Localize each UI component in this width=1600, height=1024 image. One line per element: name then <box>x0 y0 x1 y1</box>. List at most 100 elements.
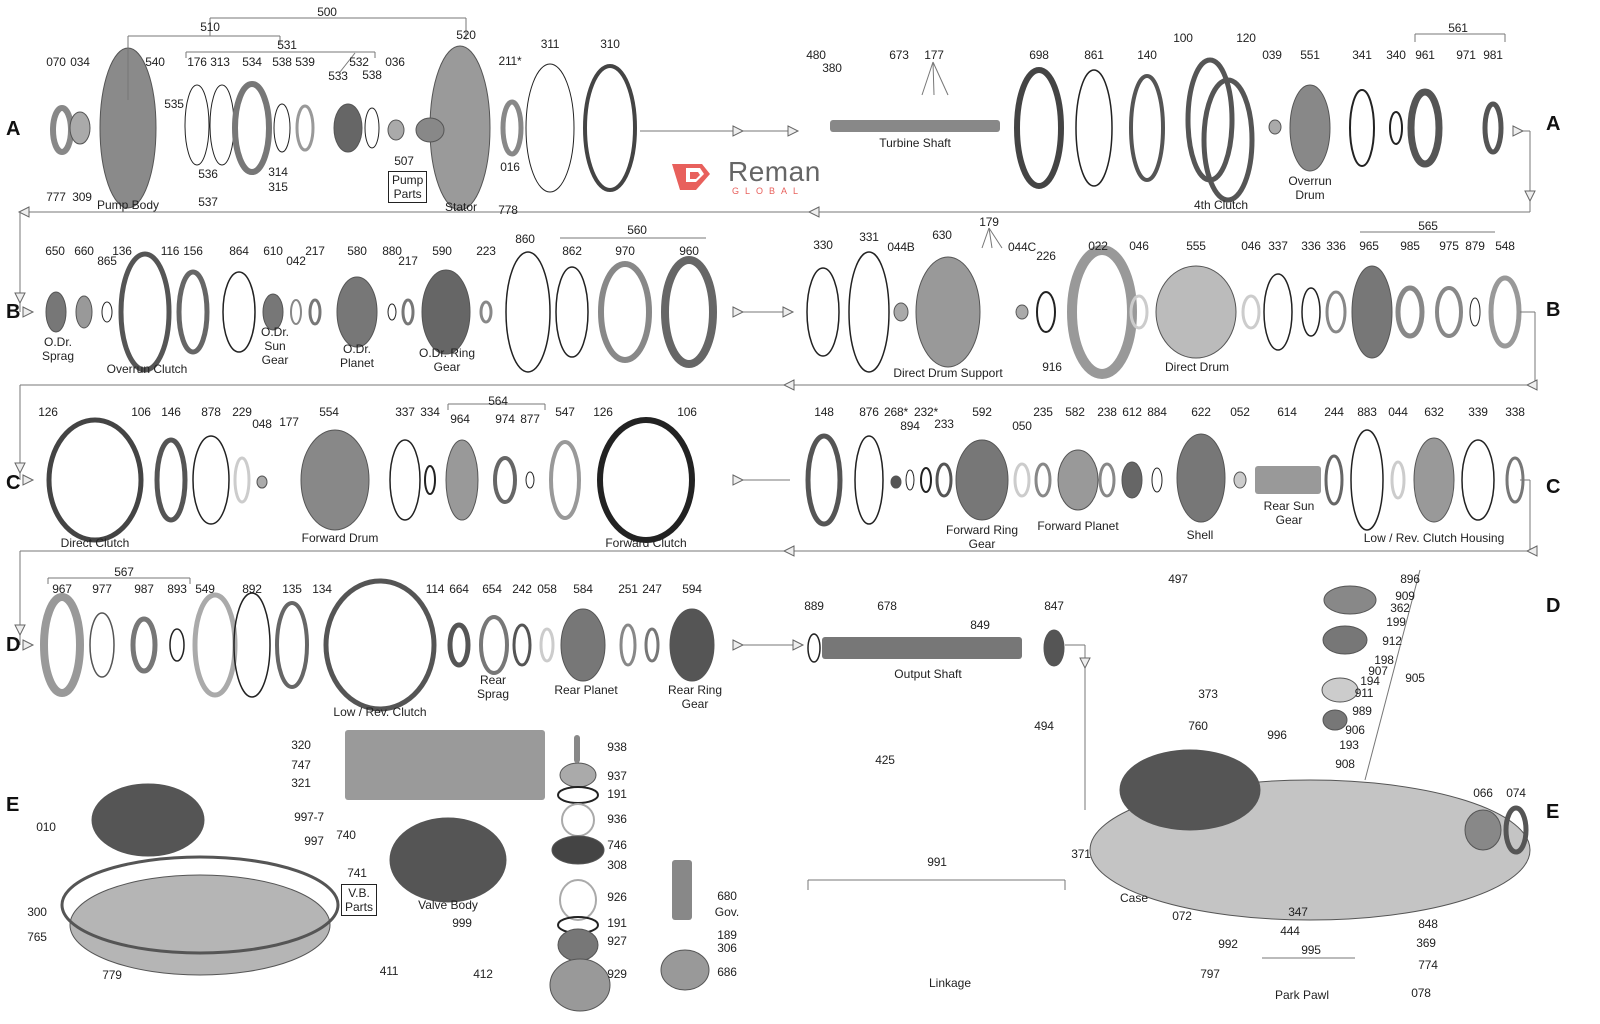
part-number-callout: 309 <box>72 190 92 204</box>
part-illustration <box>805 433 843 527</box>
leader-line <box>981 227 990 249</box>
part-illustration <box>69 874 331 976</box>
part-number-callout: 632 <box>1424 405 1444 419</box>
part-number-callout: 336 <box>1301 239 1321 253</box>
part-number-callout: 740 <box>336 828 356 842</box>
part-number-callout: 070 <box>46 55 66 69</box>
part-number-callout: 614 <box>1277 405 1297 419</box>
flow-arrow-icon <box>22 639 35 651</box>
part-illustration <box>1015 304 1029 320</box>
reman-logo-icon <box>672 164 710 190</box>
part-number-callout: 337 <box>1268 239 1288 253</box>
part-number-callout: 894 <box>900 419 920 433</box>
part-number-callout: 321 <box>291 776 311 790</box>
part-number-callout: 036 <box>385 55 405 69</box>
part-number-callout: 678 <box>877 599 897 613</box>
part-illustration <box>1351 265 1393 359</box>
part-illustration <box>555 266 589 358</box>
brand-name: Reman <box>728 156 821 187</box>
part-number-callout: 340 <box>1386 48 1406 62</box>
part-illustration <box>1390 460 1406 500</box>
part-number-callout: 066 <box>1473 786 1493 800</box>
part-number-callout: 991 <box>927 855 947 869</box>
part-illustration <box>232 81 272 175</box>
part-number-callout: 337 <box>395 405 415 419</box>
part-number-callout: 916 <box>1042 360 1062 374</box>
component-caption: Park Pawl <box>1274 988 1330 1002</box>
part-illustration <box>525 63 575 193</box>
part-number-callout: 156 <box>183 244 203 258</box>
part-number-callout: 134 <box>312 582 332 596</box>
part-illustration <box>192 435 230 525</box>
part-illustration <box>512 623 532 667</box>
component-caption: Low / Rev. Clutch Housing <box>1363 531 1505 545</box>
part-number-callout: 987 <box>134 582 154 596</box>
part-number-callout: 238 <box>1097 405 1117 419</box>
part-illustration <box>387 119 405 141</box>
part-number-callout: 136 <box>112 244 132 258</box>
part-number-callout: 217 <box>398 254 418 268</box>
part-number-callout: 880 <box>382 244 402 258</box>
part-illustration <box>1322 709 1348 731</box>
component-caption: Direct Drum Support <box>893 366 1003 380</box>
part-illustration <box>401 298 415 326</box>
part-illustration <box>91 783 205 857</box>
part-number-callout: 507 <box>394 154 414 168</box>
part-number-callout: 686 <box>717 965 737 979</box>
part-number-callout: 535 <box>164 97 184 111</box>
flow-arrow-icon <box>14 624 26 637</box>
part-number-callout: 315 <box>268 180 288 194</box>
part-number-callout: 539 <box>295 55 315 69</box>
part-number-callout: 912 <box>1382 634 1402 648</box>
part-number-callout: 044 <box>1388 405 1408 419</box>
part-number-callout: 746 <box>607 838 627 852</box>
part-illustration <box>500 99 524 157</box>
part-illustration <box>672 860 692 920</box>
part-number-callout: 531 <box>277 38 297 52</box>
leader-line <box>921 61 934 96</box>
part-illustration <box>345 730 545 800</box>
part-number-callout: 510 <box>200 20 220 34</box>
flow-arrow-icon <box>807 206 820 218</box>
part-illustration <box>45 291 67 333</box>
part-number-callout: 268* <box>884 405 908 419</box>
part-number-callout: 314 <box>268 165 288 179</box>
flow-arrow-icon <box>792 639 805 651</box>
part-number-callout: 500 <box>317 5 337 19</box>
part-number-callout: 010 <box>36 820 56 834</box>
part-number-callout: 022 <box>1088 239 1108 253</box>
part-illustration <box>955 439 1009 521</box>
part-number-callout: 547 <box>555 405 575 419</box>
part-number-callout: 072 <box>1172 909 1192 923</box>
part-number-callout: 555 <box>1186 239 1206 253</box>
row-letter-a-left: A <box>6 118 21 140</box>
flow-arrow-icon <box>782 306 795 318</box>
part-illustration <box>561 803 595 837</box>
part-number-callout: 341 <box>1352 48 1372 62</box>
part-illustration <box>233 456 251 504</box>
part-illustration <box>415 117 445 143</box>
part-illustration <box>549 440 581 520</box>
component-caption: Linkage <box>928 976 972 990</box>
flow-arrow-icon <box>1525 379 1538 391</box>
flow-arrow-icon <box>732 306 745 318</box>
part-number-callout: 622 <box>1191 405 1211 419</box>
part-number-callout: 561 <box>1448 21 1468 35</box>
row-letter-e-left: E <box>6 794 20 816</box>
part-illustration <box>1324 454 1344 506</box>
leader-line <box>988 227 1003 249</box>
part-illustration <box>557 786 599 804</box>
part-number-callout: 034 <box>70 55 90 69</box>
part-number-callout: 889 <box>804 599 824 613</box>
part-number-callout: 146 <box>161 405 181 419</box>
part-number-callout: 999 <box>452 916 472 930</box>
part-number-callout: 362 <box>1390 601 1410 615</box>
leader-line <box>988 227 993 249</box>
part-number-callout: 960 <box>679 244 699 258</box>
part-number-callout: 380 <box>822 61 842 75</box>
part-number-callout: 371 <box>1071 847 1091 861</box>
part-number-callout: 412 <box>473 967 493 981</box>
part-illustration <box>1395 285 1425 339</box>
component-caption: Overrun Clutch <box>106 362 188 376</box>
part-number-callout: 981 <box>1483 48 1503 62</box>
